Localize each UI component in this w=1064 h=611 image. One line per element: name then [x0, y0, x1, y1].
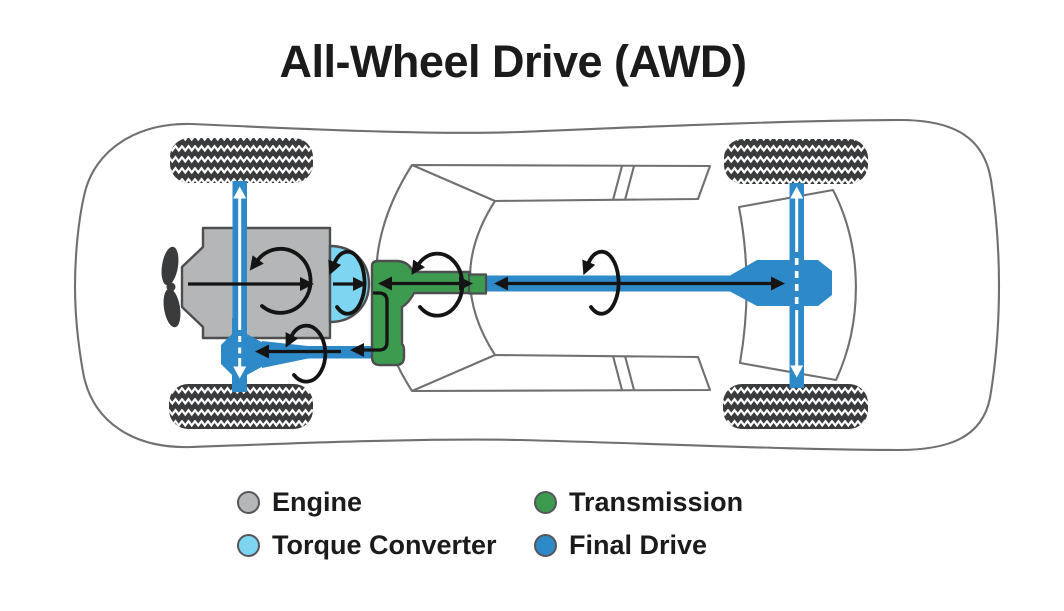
rotation-arrow-driveshaft: [582, 249, 621, 316]
cooling-fan-icon: [161, 246, 181, 328]
rotation-arrow-front-axle: [285, 323, 328, 384]
tire-tread: [724, 139, 868, 184]
transmission-output-stub: [467, 273, 488, 295]
legend-item-final-drive: Final Drive: [534, 530, 707, 561]
side-windows-left: [410, 163, 712, 203]
tire-tread: [170, 138, 313, 183]
transmission-swatch-icon: [534, 491, 557, 514]
legend-item-torque-converter: Torque Converter: [237, 530, 497, 561]
tire-tread: [723, 384, 868, 429]
side-windows-right: [410, 353, 712, 393]
b-pillar-left: [611, 165, 636, 201]
final-drive-swatch-icon: [534, 534, 557, 557]
legend-label: Transmission: [569, 487, 744, 517]
front-output-shaft: [262, 341, 376, 368]
rear-window-outline: [737, 188, 857, 382]
wheel-rear-right: [723, 384, 868, 429]
wheel-rear-left: [724, 139, 868, 184]
rotation-arrow-engine: [249, 246, 313, 315]
legend-item-engine: Engine: [237, 487, 362, 518]
tire-tread: [169, 384, 313, 429]
legend-label: Final Drive: [569, 530, 708, 560]
legend-label: Engine: [272, 487, 363, 517]
wheel-front-right: [169, 384, 313, 429]
rotation-arrow-transmission: [411, 251, 465, 318]
b-pillar-right: [611, 355, 636, 391]
wheel-front-left: [170, 138, 313, 183]
legend-item-transmission: Transmission: [534, 487, 743, 518]
wheels-group: [169, 138, 868, 429]
power-flow-arrows: [188, 246, 785, 384]
rotation-arrow-torque-converter: [328, 249, 367, 316]
power-flow-arrow-front-output: [350, 291, 389, 357]
engine-swatch-icon: [237, 491, 260, 514]
car-body-outline: [73, 118, 1001, 452]
page-title: All-Wheel Drive (AWD): [279, 36, 747, 87]
front-final-drive: [221, 318, 267, 392]
axle-direction-arrows: [233, 186, 804, 379]
legend-label: Torque Converter: [272, 530, 497, 560]
torque-converter-swatch-icon: [237, 534, 260, 557]
